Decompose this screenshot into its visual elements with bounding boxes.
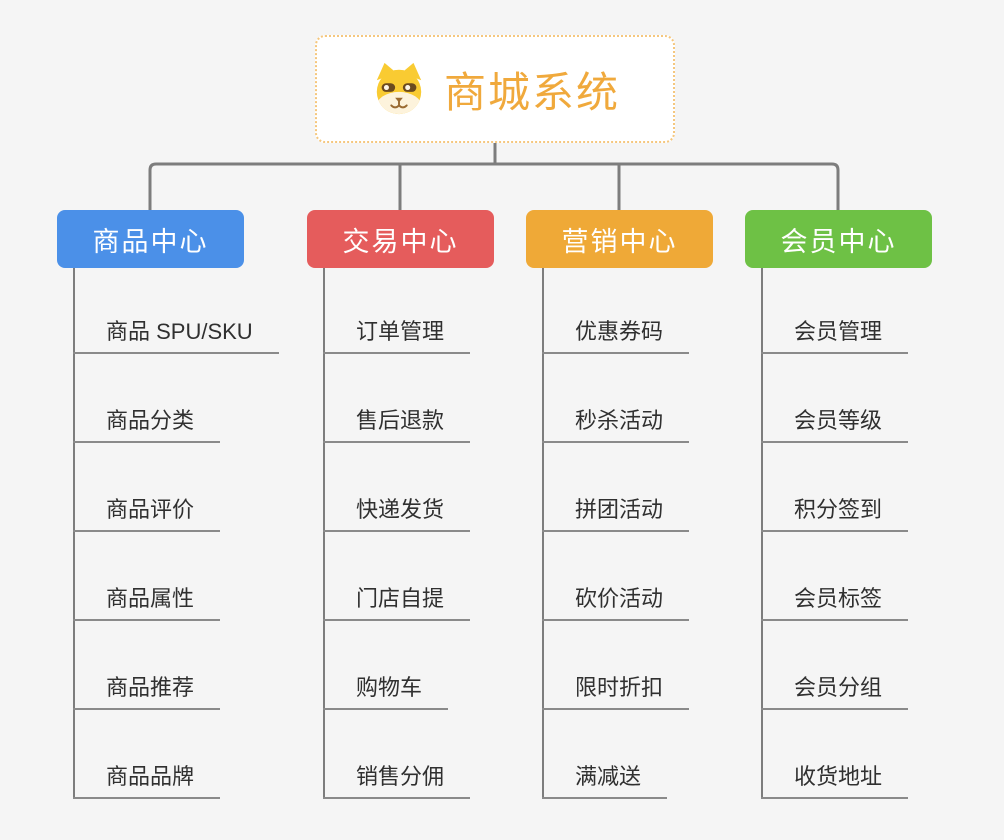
leaf-item[interactable]: 会员分组 [761, 670, 909, 710]
branch-label: 营销中心 [561, 226, 678, 257]
leaf-item[interactable]: 商品品牌 [73, 759, 221, 799]
leaf-item[interactable]: 拼团活动 [542, 492, 690, 532]
leaf-item[interactable]: 门店自提 [323, 581, 471, 621]
branch-node-member[interactable]: 会员中心 [745, 210, 932, 268]
leaf-item[interactable]: 秒杀活动 [542, 403, 690, 443]
branch-children-marketing: 优惠券码 秒杀活动 拼团活动 砍价活动 限时折扣 满减送 [542, 265, 690, 799]
leaf-item[interactable]: 快递发货 [323, 492, 471, 532]
leaf-item[interactable]: 积分签到 [761, 492, 909, 532]
leaf-item[interactable]: 商品 SPU/SKU [73, 314, 279, 354]
leaf-item[interactable]: 订单管理 [323, 314, 471, 354]
leaf-item[interactable]: 会员标签 [761, 581, 909, 621]
branch-label: 商品中心 [92, 226, 209, 257]
leaf-item[interactable]: 收货地址 [761, 759, 909, 799]
branch-node-product[interactable]: 商品中心 [57, 210, 244, 268]
root-node[interactable]: 商城系统 [315, 35, 675, 143]
leaf-item[interactable]: 满减送 [542, 759, 668, 799]
dog-face-icon [376, 62, 422, 115]
leaf-item[interactable]: 购物车 [323, 670, 449, 710]
leaf-item[interactable]: 会员等级 [761, 403, 909, 443]
branch-children-trade: 订单管理 售后退款 快递发货 门店自提 购物车 销售分佣 [323, 265, 471, 799]
leaf-item[interactable]: 商品分类 [73, 403, 221, 443]
branch-label: 会员中心 [780, 226, 897, 257]
branch-children-member: 会员管理 会员等级 积分签到 会员标签 会员分组 收货地址 [761, 265, 909, 799]
branch-node-trade[interactable]: 交易中心 [307, 210, 494, 268]
branch-children-product: 商品 SPU/SKU 商品分类 商品评价 商品属性 商品推荐 商品品牌 [73, 265, 279, 799]
leaf-item[interactable]: 销售分佣 [323, 759, 471, 799]
branch-node-marketing[interactable]: 营销中心 [526, 210, 713, 268]
leaf-item[interactable]: 商品推荐 [73, 670, 221, 710]
leaf-item[interactable]: 会员管理 [761, 314, 909, 354]
root-title: 商城系统 [443, 68, 620, 116]
leaf-item[interactable]: 售后退款 [323, 403, 471, 443]
leaf-item[interactable]: 优惠券码 [542, 314, 690, 354]
branch-label: 交易中心 [342, 226, 459, 257]
leaf-item[interactable]: 限时折扣 [542, 670, 690, 710]
leaf-item[interactable]: 商品评价 [73, 492, 221, 532]
leaf-item[interactable]: 砍价活动 [542, 581, 690, 621]
leaf-item[interactable]: 商品属性 [73, 581, 221, 621]
